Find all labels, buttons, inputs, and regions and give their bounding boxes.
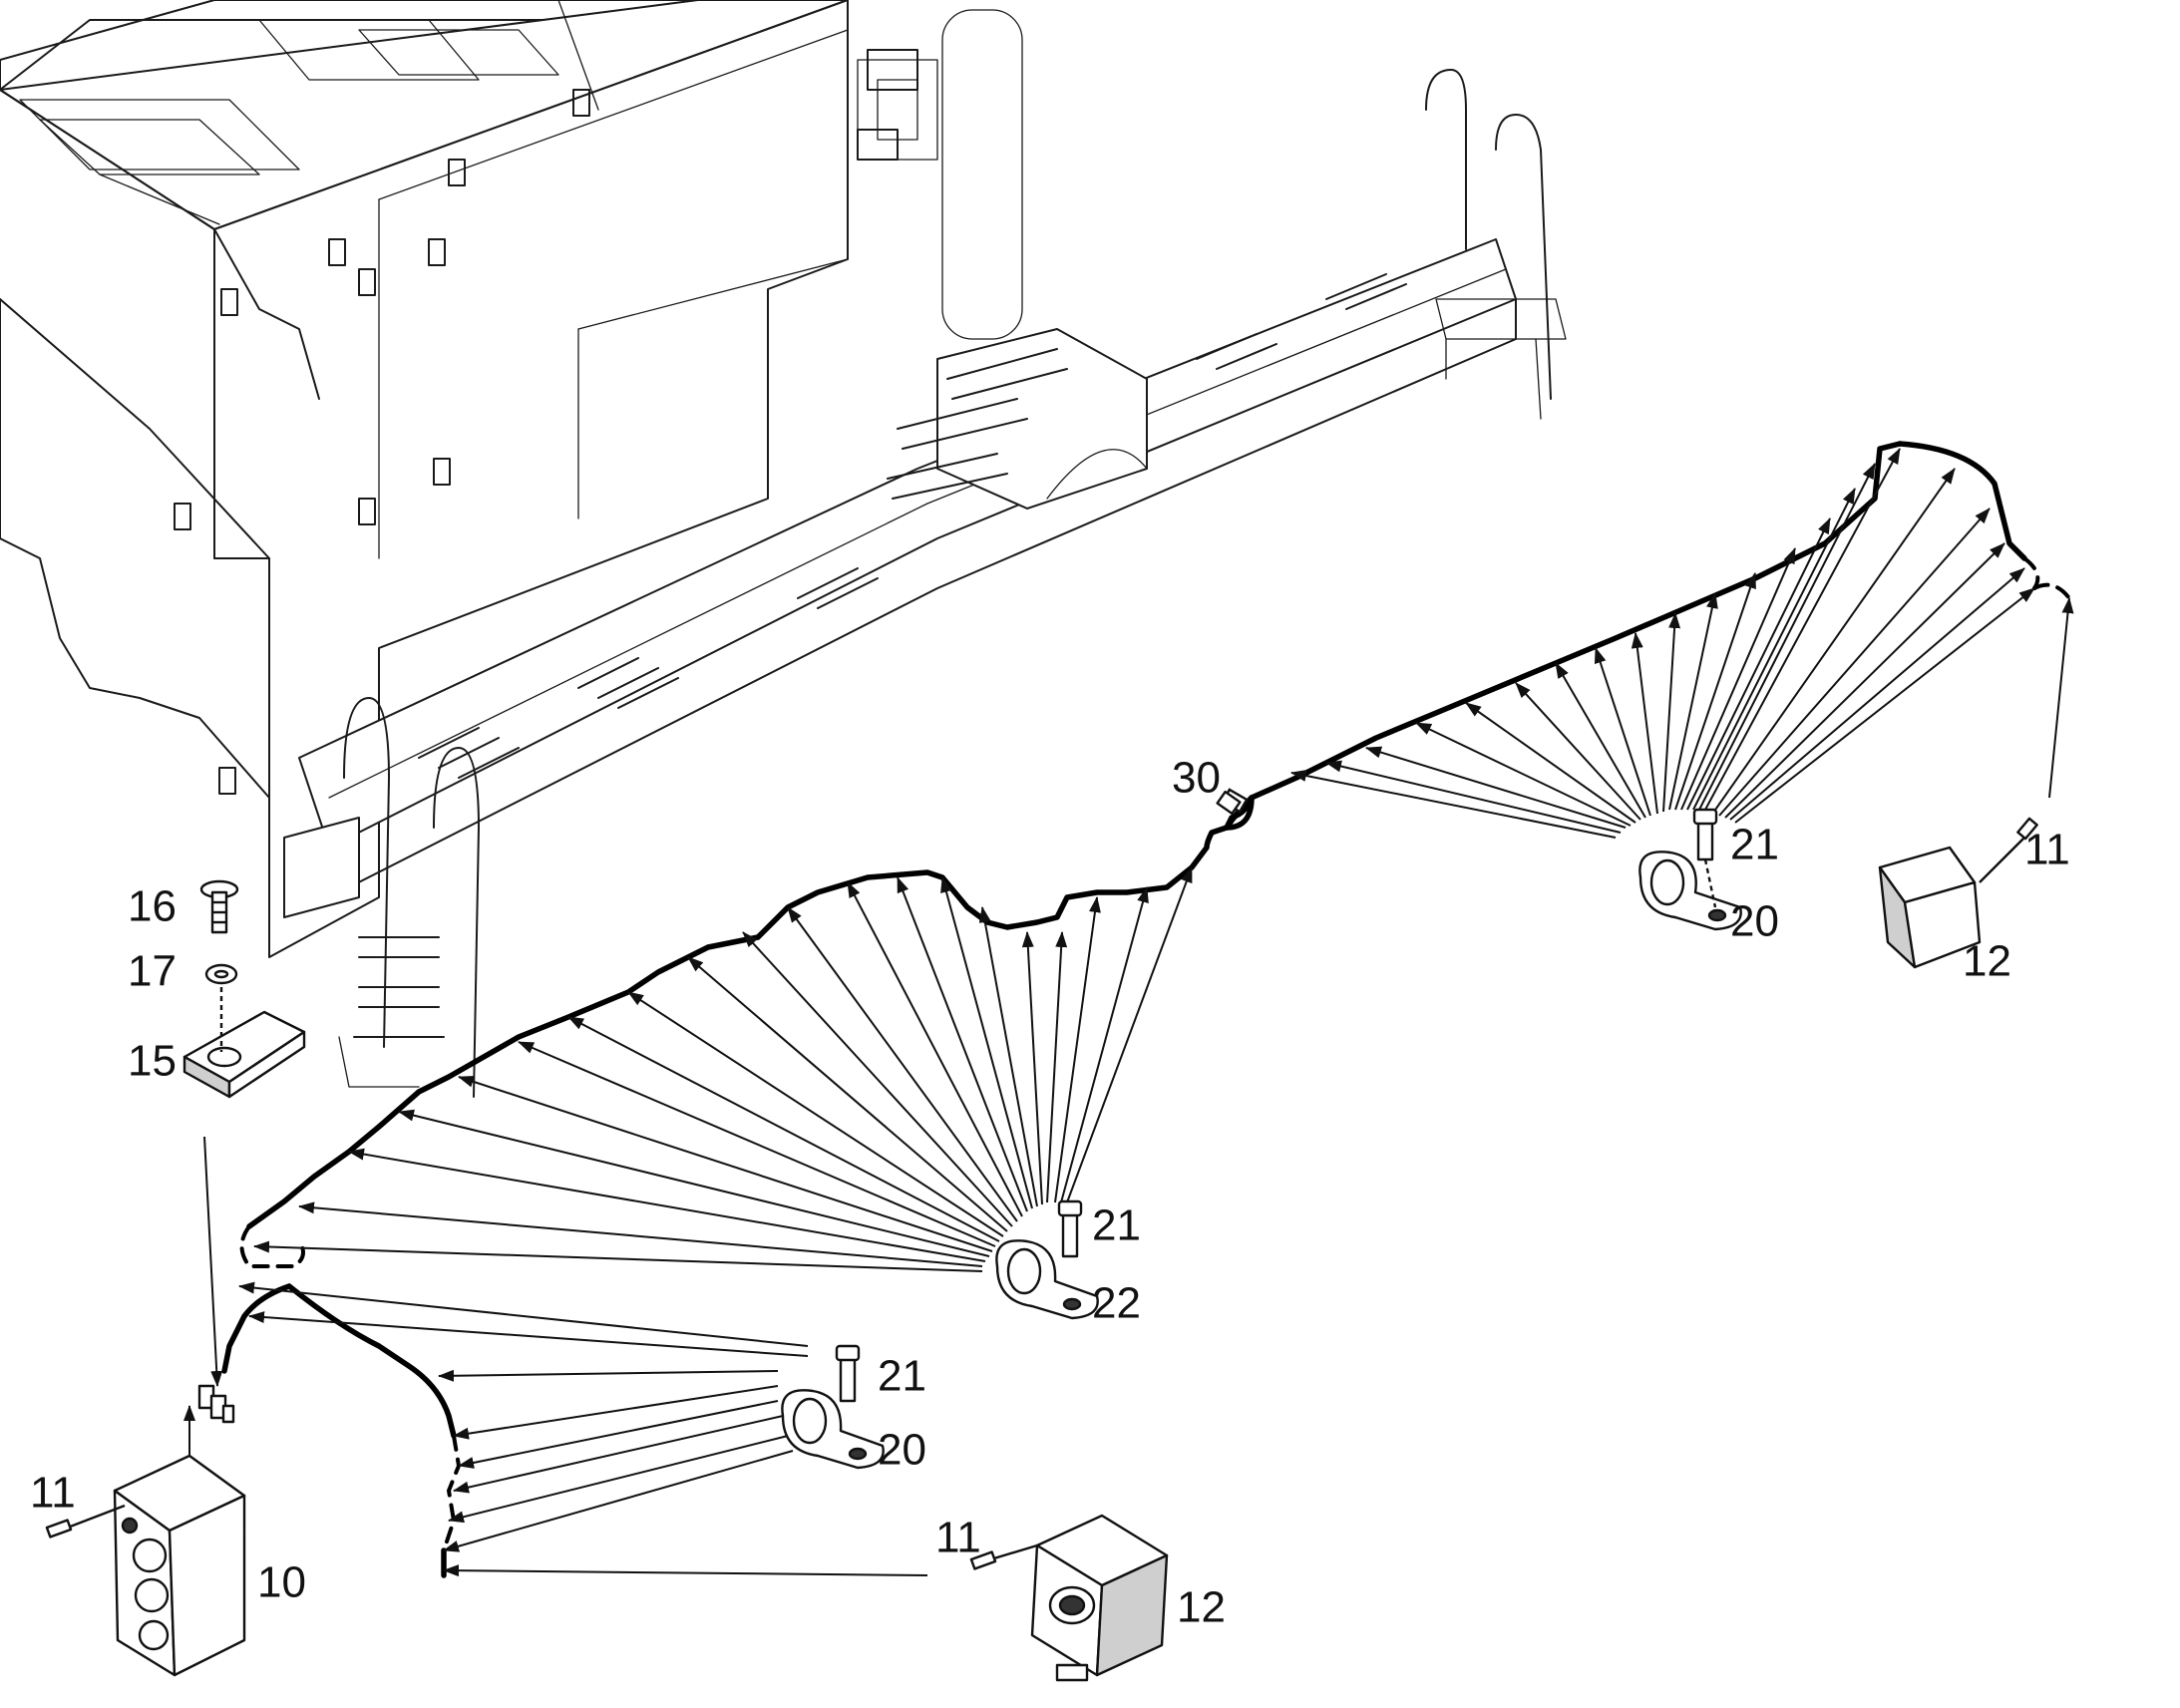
callout-11-left: 11	[30, 1469, 76, 1518]
plate-15	[182, 987, 306, 1099]
machine-frame-drawing	[0, 0, 1567, 1098]
callout-15: 15	[128, 1037, 177, 1086]
bolt-16	[199, 879, 239, 934]
leader-lines-middle	[253, 866, 1193, 1272]
wiring-harness-cable	[221, 441, 2071, 1578]
washer-17	[204, 963, 238, 985]
leader-lines-upper-right	[1290, 448, 2074, 839]
callout-11-right: 11	[2024, 826, 2070, 874]
callout-22: 22	[1092, 1279, 1141, 1328]
callout-12-right: 12	[1963, 937, 2011, 986]
callout-16: 16	[128, 882, 177, 931]
callout-20-top: 20	[1730, 897, 1779, 946]
leader-lines-lower-left	[183, 1136, 928, 1577]
pushbutton-box-12-bottom	[969, 1514, 1169, 1682]
callout-11-bottom: 11	[935, 1514, 981, 1562]
junction-box-12-right	[1878, 817, 2038, 969]
callout-20-low: 20	[878, 1426, 926, 1475]
callout-21-top: 21	[1730, 821, 1779, 869]
control-box-10	[45, 1454, 246, 1677]
clip-cluster	[197, 1384, 235, 1424]
connector-30	[1216, 790, 1242, 816]
callout-17: 17	[128, 947, 177, 996]
clamp-assembly-lower	[781, 1344, 885, 1470]
clamp-assembly-middle	[995, 1199, 1099, 1320]
callout-21-mid: 21	[1092, 1201, 1141, 1250]
callout-30: 30	[1172, 754, 1221, 803]
callout-labels: 30 21 20 11 12 16 17 15 21 22 21 20 11 1…	[30, 754, 2070, 1632]
callout-10: 10	[257, 1558, 306, 1607]
callout-12-bottom: 12	[1177, 1583, 1226, 1632]
clamp-assembly-top	[1638, 808, 1742, 931]
callout-21-low: 21	[878, 1352, 926, 1401]
